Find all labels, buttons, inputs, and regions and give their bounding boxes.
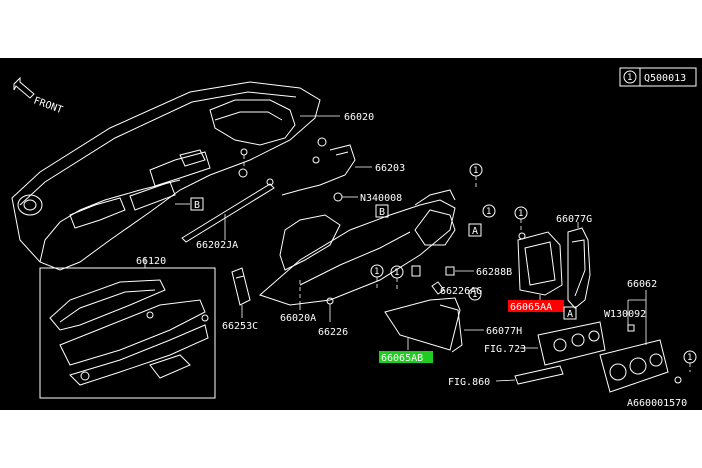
circle-1-markers: 1 1 1 1 1 1 1 xyxy=(370,163,697,372)
part-66226ag-label: 66226AG xyxy=(440,286,482,297)
part-66120-label: 66120 xyxy=(136,256,166,267)
fig-860-label: FIG.860 xyxy=(448,377,490,388)
svg-text:A: A xyxy=(567,309,573,320)
n340008-drawing xyxy=(333,192,358,202)
part-66253c-label: 66253C xyxy=(222,321,258,332)
part-66203-drawing xyxy=(238,137,372,196)
part-w130092-label: W130092 xyxy=(604,309,646,320)
part-66062-drawing xyxy=(599,290,682,393)
part-66065ab-drawing xyxy=(384,297,484,353)
diagram-svg: 1 Q500013 FRONT 66020 B 66 xyxy=(11,67,697,409)
part-66077g-label: 66077G xyxy=(556,214,592,225)
instrument-panel-drawing xyxy=(11,81,340,271)
svg-text:1: 1 xyxy=(687,353,692,363)
part-66077g-drawing xyxy=(567,222,591,309)
svg-text:B: B xyxy=(194,200,200,211)
part-66062-label: 66062 xyxy=(627,279,657,290)
part-66202ja-drawing xyxy=(181,178,275,243)
part-66065aa-label: 66065AA xyxy=(510,302,552,313)
part-66202ja-label: 66202JA xyxy=(196,240,238,251)
part-66226ag-drawing xyxy=(431,281,445,295)
part-66020-label: 66020 xyxy=(344,112,374,123)
part-66077h-label: 66077H xyxy=(486,326,522,337)
reference-box: 1 Q500013 xyxy=(619,67,697,87)
callout-a-right: A xyxy=(563,306,577,320)
parts-diagram: 1 Q500013 FRONT 66020 B 66 xyxy=(0,58,702,410)
glovebox-group-drawing xyxy=(39,258,216,399)
part-66288b-label: 66288B xyxy=(476,267,512,278)
ref-code: Q500013 xyxy=(644,73,686,84)
fig-723-label: FIG.723 xyxy=(484,344,526,355)
highlight-66065ab xyxy=(379,351,433,363)
callout-a-center: A xyxy=(468,223,482,237)
svg-text:A: A xyxy=(472,226,478,237)
lower-panel-drawing xyxy=(259,189,456,322)
fig-860-drawing xyxy=(495,365,564,385)
svg-text:1: 1 xyxy=(472,290,477,300)
part-66020a-label: 66020A xyxy=(280,313,316,324)
climate-panel-drawing xyxy=(520,321,606,366)
svg-text:1: 1 xyxy=(394,268,399,278)
front-label: FRONT xyxy=(32,95,64,116)
part-n340008-label: N340008 xyxy=(360,193,402,204)
callout-b-center: B xyxy=(375,204,389,218)
callout-b-left: B xyxy=(175,197,204,211)
svg-text:1: 1 xyxy=(473,166,478,176)
highlight-66065aa xyxy=(508,300,564,312)
ref-circle-number: 1 xyxy=(627,73,632,83)
part-66203-label: 66203 xyxy=(375,163,405,174)
svg-text:B: B xyxy=(379,207,385,218)
front-arrow: FRONT xyxy=(13,76,64,116)
part-66065aa-drawing xyxy=(517,231,563,300)
svg-text:1: 1 xyxy=(374,267,379,277)
part-66253c-drawing xyxy=(231,267,251,318)
part-66288b-drawing xyxy=(411,265,474,277)
part-66065ab-label: 66065AB xyxy=(381,353,423,364)
svg-text:1: 1 xyxy=(518,209,523,219)
drawing-id: A660001570 xyxy=(627,398,687,409)
part-66226-label: 66226 xyxy=(318,327,348,338)
svg-text:1: 1 xyxy=(486,207,491,217)
